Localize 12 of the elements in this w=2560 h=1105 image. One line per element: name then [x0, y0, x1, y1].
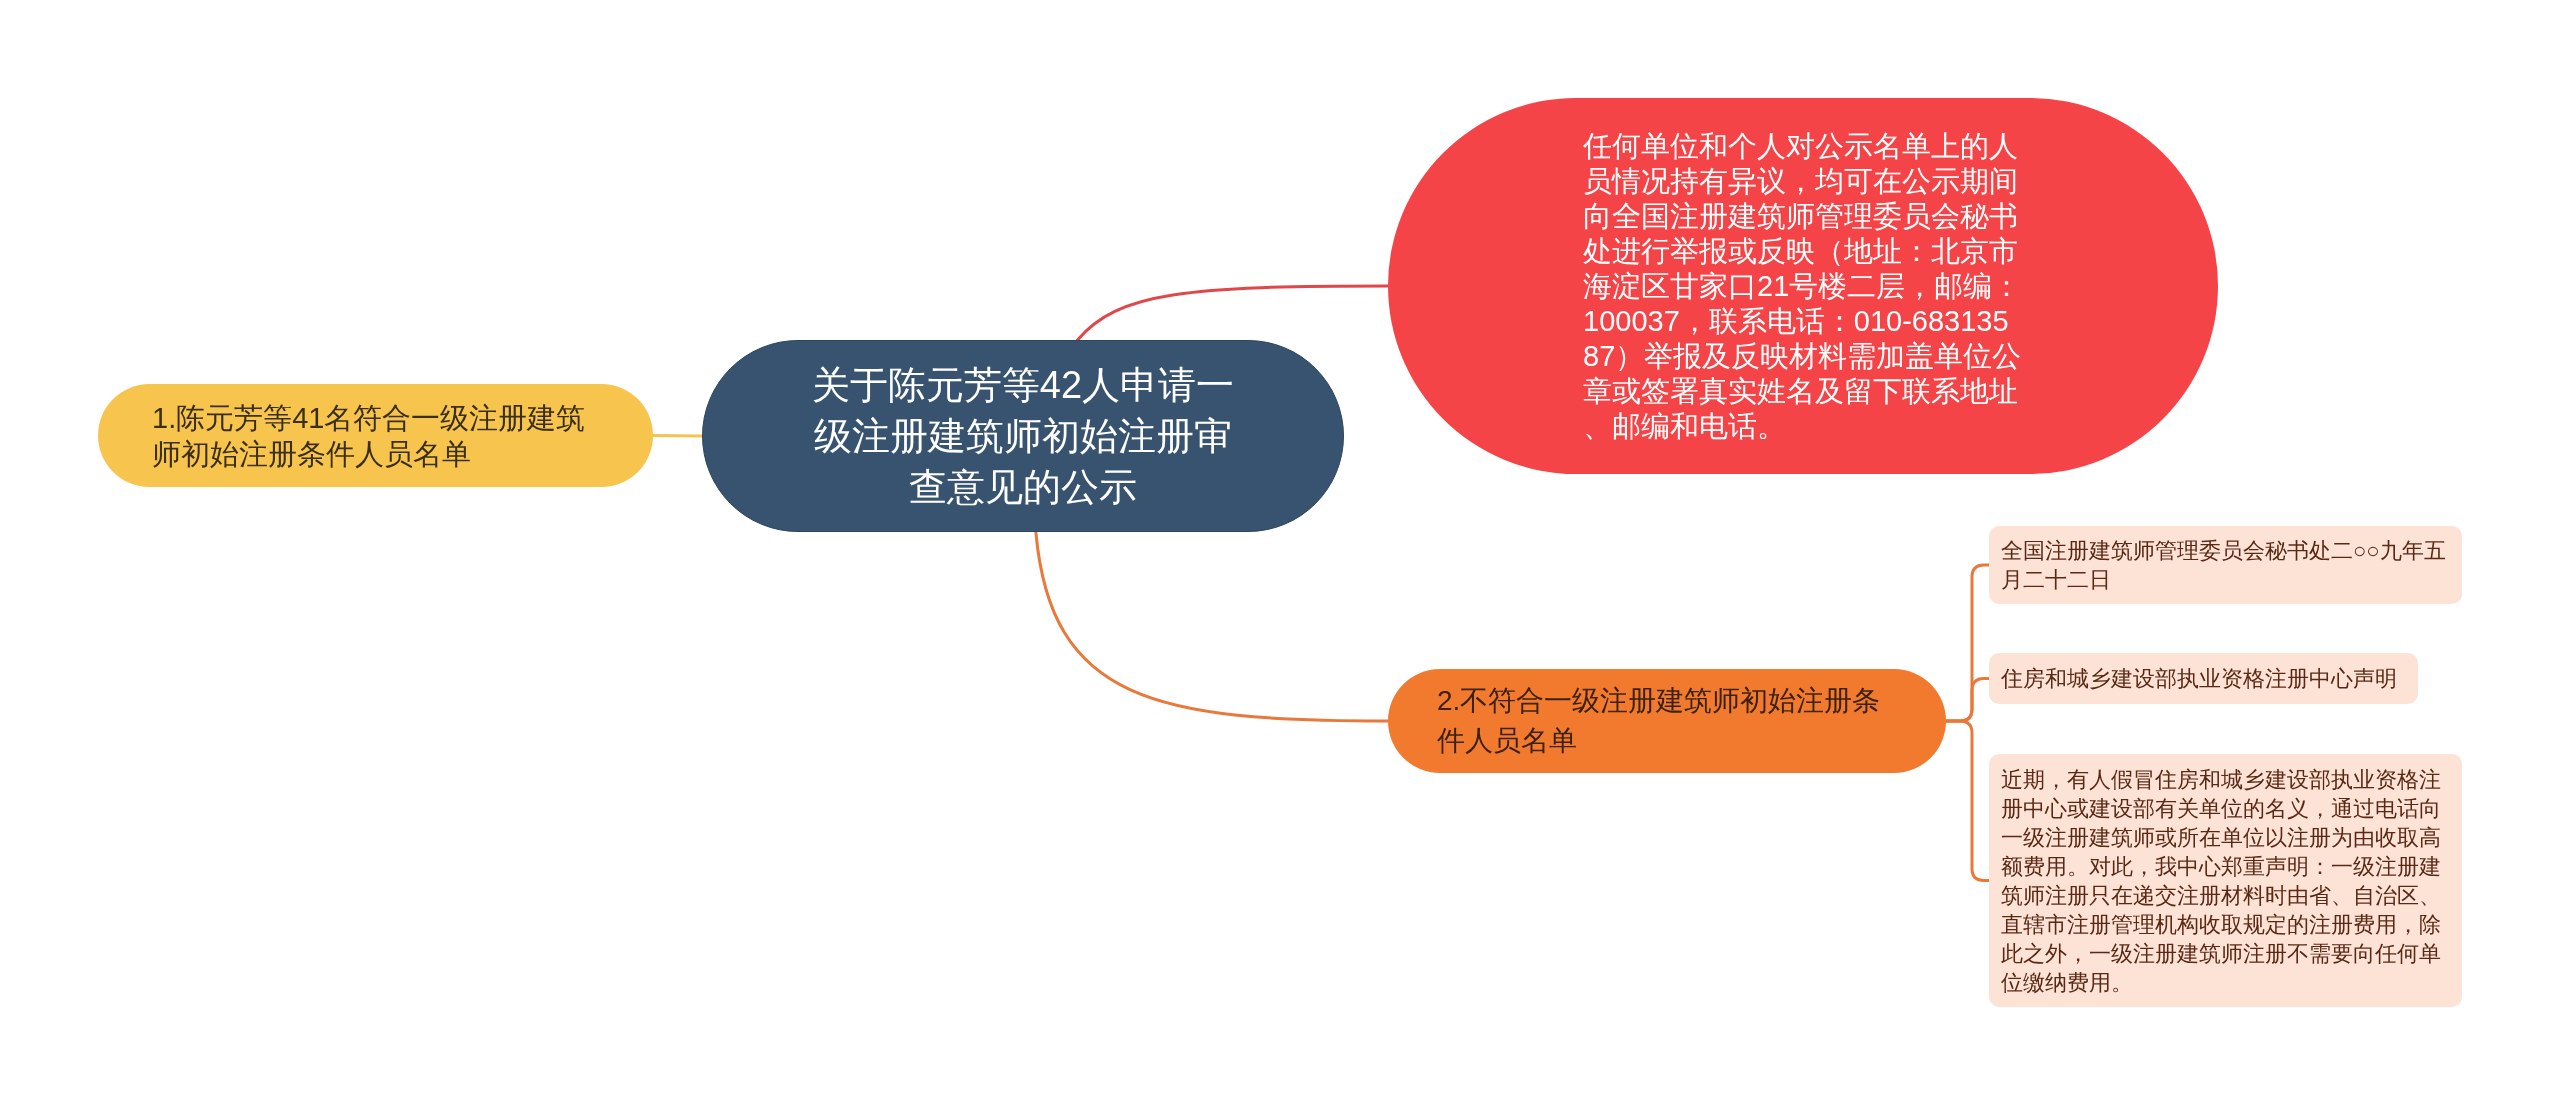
- note-card: [1989, 526, 2462, 604]
- topic-text: 1.陈元芳等41名符合一级注册建筑师初始注册条件人员名单: [152, 400, 587, 472]
- note-card: [1989, 653, 2418, 704]
- topic-text: 关于陈元芳等42人申请一级注册建筑师初始注册审查意见的公示: [810, 362, 1236, 510]
- topic-text: 2.不符合一级注册建筑师初始注册条件人员名单: [1437, 684, 1882, 758]
- branch-line: [1034, 530, 1390, 723]
- note-text: 全国注册建筑师管理委员会秘书处二○○九年五月二十二日: [2001, 537, 2447, 594]
- branch-line: [1076, 284, 1390, 342]
- topic-text: 任何单位和个人对公示名单上的人员情况持有异议，均可在公示期间向全国注册建筑师管理委员会秘书处进行举报或反映（地址：北京市海淀区甘家口21号楼二层，邮编：100037，联系电话：010-68313587）举报及反映材料需加盖单位公章或签署真实姓名及留下联系地址、邮编和电话。: [1583, 128, 2023, 444]
- branch-line: [651, 434, 704, 438]
- note-text: 近期，有人假冒住房和城乡建设部执业资格注册中心或建设部有关单位的名义，通过电话向一级注册建筑师或所在单位以注册为由收取高额费用。对此，我中心郑重声明：一级注册建筑师注册只在递交注册材料时由省、自治区、直辖市注册管理机构收取规定的注册费用，除此之外，一级注册建筑师注册不需要向任何单位缴纳费用。: [2001, 765, 2442, 997]
- note-text: 住房和城乡建设部执业资格注册中心声明: [2001, 665, 2398, 693]
